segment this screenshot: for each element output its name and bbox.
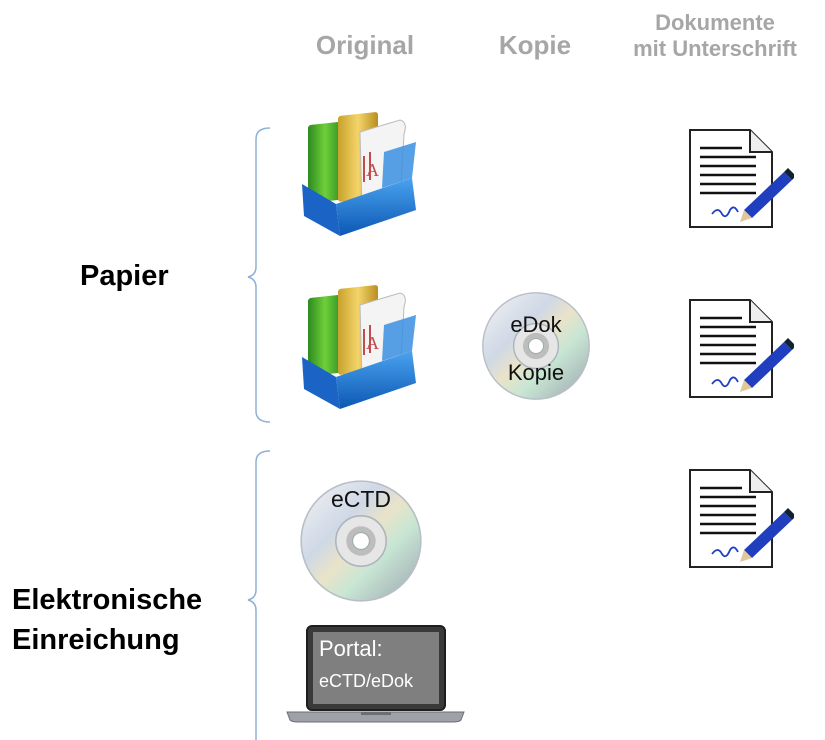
- binder-icon-papier-1: [300, 112, 420, 237]
- label-elektronische: Elektronische: [12, 584, 203, 616]
- laptop-icon: [286, 625, 465, 723]
- signed-document-icon-1: [684, 126, 794, 231]
- ectd-disc: eCTD: [298, 478, 424, 604]
- ectd-disc-label: eCTD: [330, 486, 392, 512]
- signed-document-icon-3: [684, 466, 794, 571]
- label-einreichung: Einreichung: [12, 624, 180, 656]
- signed-document-icon-2: [684, 296, 794, 401]
- portal-screen-line1: Portal:: [319, 636, 383, 661]
- edok-disc-line2: Kopie: [507, 360, 565, 385]
- header-dokumente: Dokumente mit Unterschrift: [605, 10, 825, 62]
- portal-laptop: Portal: eCTD/eDok: [283, 624, 468, 724]
- label-elektronische-einreichung: Elektronische Einreichung: [12, 580, 202, 660]
- portal-screen-line2: eCTD/eDok: [319, 671, 414, 691]
- elektronisch-bracket: [247, 450, 271, 740]
- papier-bracket: [247, 127, 271, 423]
- header-dokumente-line2: mit Unterschrift: [633, 36, 797, 61]
- label-papier: Papier: [80, 260, 169, 292]
- header-original: Original: [315, 30, 415, 60]
- edok-disc-line1: eDok: [510, 312, 562, 337]
- header-kopie: Kopie: [498, 30, 572, 60]
- header-dokumente-line1: Dokumente: [655, 10, 775, 35]
- binder-icon-papier-2: [300, 285, 420, 410]
- edok-kopie-disc: eDok Kopie: [480, 290, 592, 402]
